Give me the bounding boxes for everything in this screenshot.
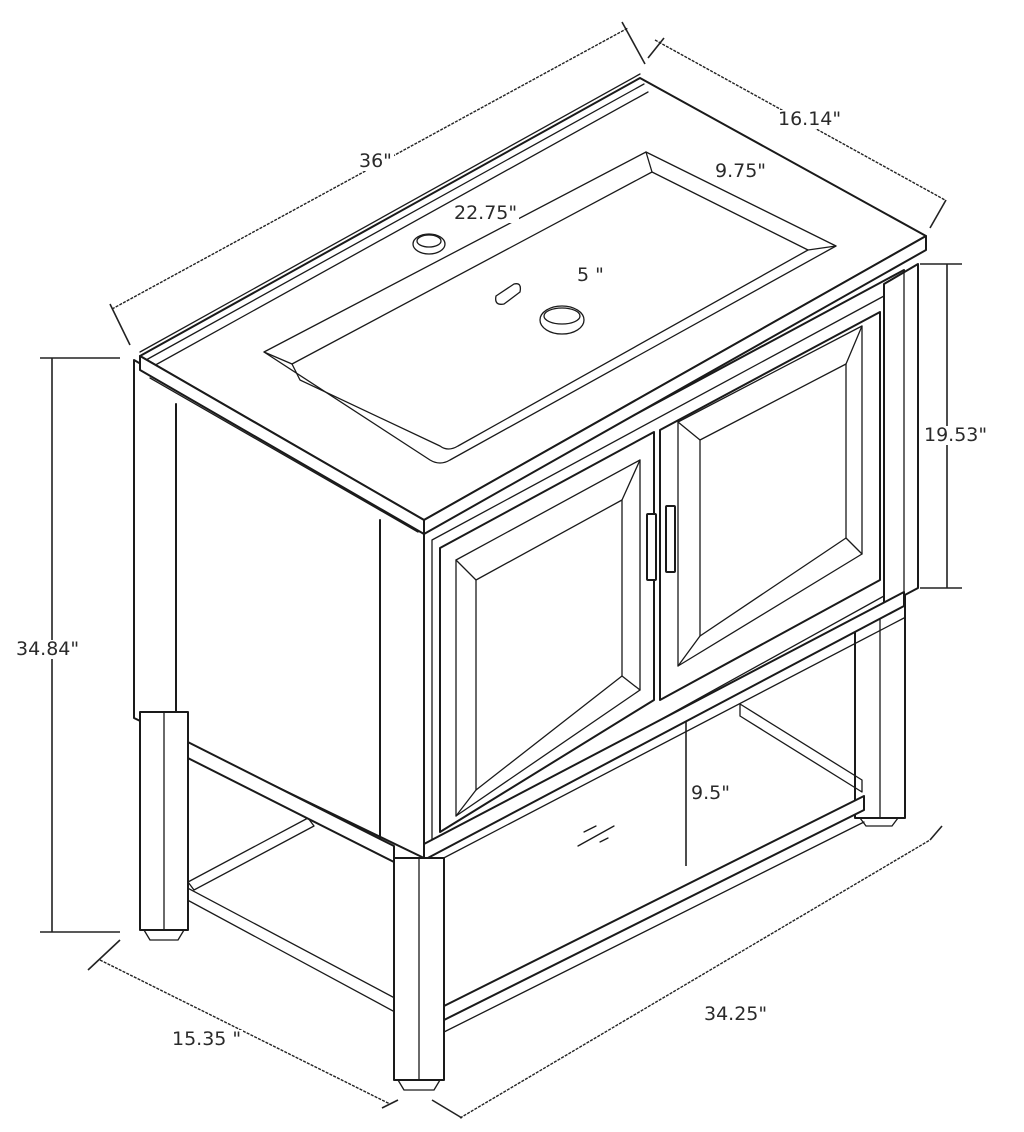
faucet-hole <box>412 233 446 255</box>
shelf-front-rail <box>443 795 865 1033</box>
front-right-leg <box>393 857 445 1091</box>
dim-label-basin-height: 5 " <box>575 264 606 286</box>
countertop <box>139 73 927 535</box>
overflow-slot <box>495 283 522 305</box>
dim-label-cabinet-height: 19.53" <box>922 424 990 446</box>
left-door <box>439 431 655 833</box>
shelf-hatch <box>577 825 615 847</box>
sink-basin <box>263 151 837 464</box>
dim-label-base-width: 34.25" <box>702 1003 770 1025</box>
dim-label-basin-depth: 9.75" <box>713 160 769 182</box>
dim-label-overall-height: 34.84" <box>14 638 82 660</box>
dim-label-top-width: 36" <box>357 150 394 172</box>
door-handles <box>646 505 676 581</box>
dim-label-top-depth: 16.14" <box>776 108 844 130</box>
dim-label-base-depth: 15.35 " <box>170 1028 244 1050</box>
dim-label-basin-width: 22.75" <box>452 202 520 224</box>
right-door <box>659 311 881 701</box>
dim-label-shelf-clearance: 9.5" <box>689 782 732 804</box>
front-left-leg <box>139 711 189 941</box>
drain-hole <box>539 305 585 335</box>
shelf-back-rails <box>179 703 863 1019</box>
